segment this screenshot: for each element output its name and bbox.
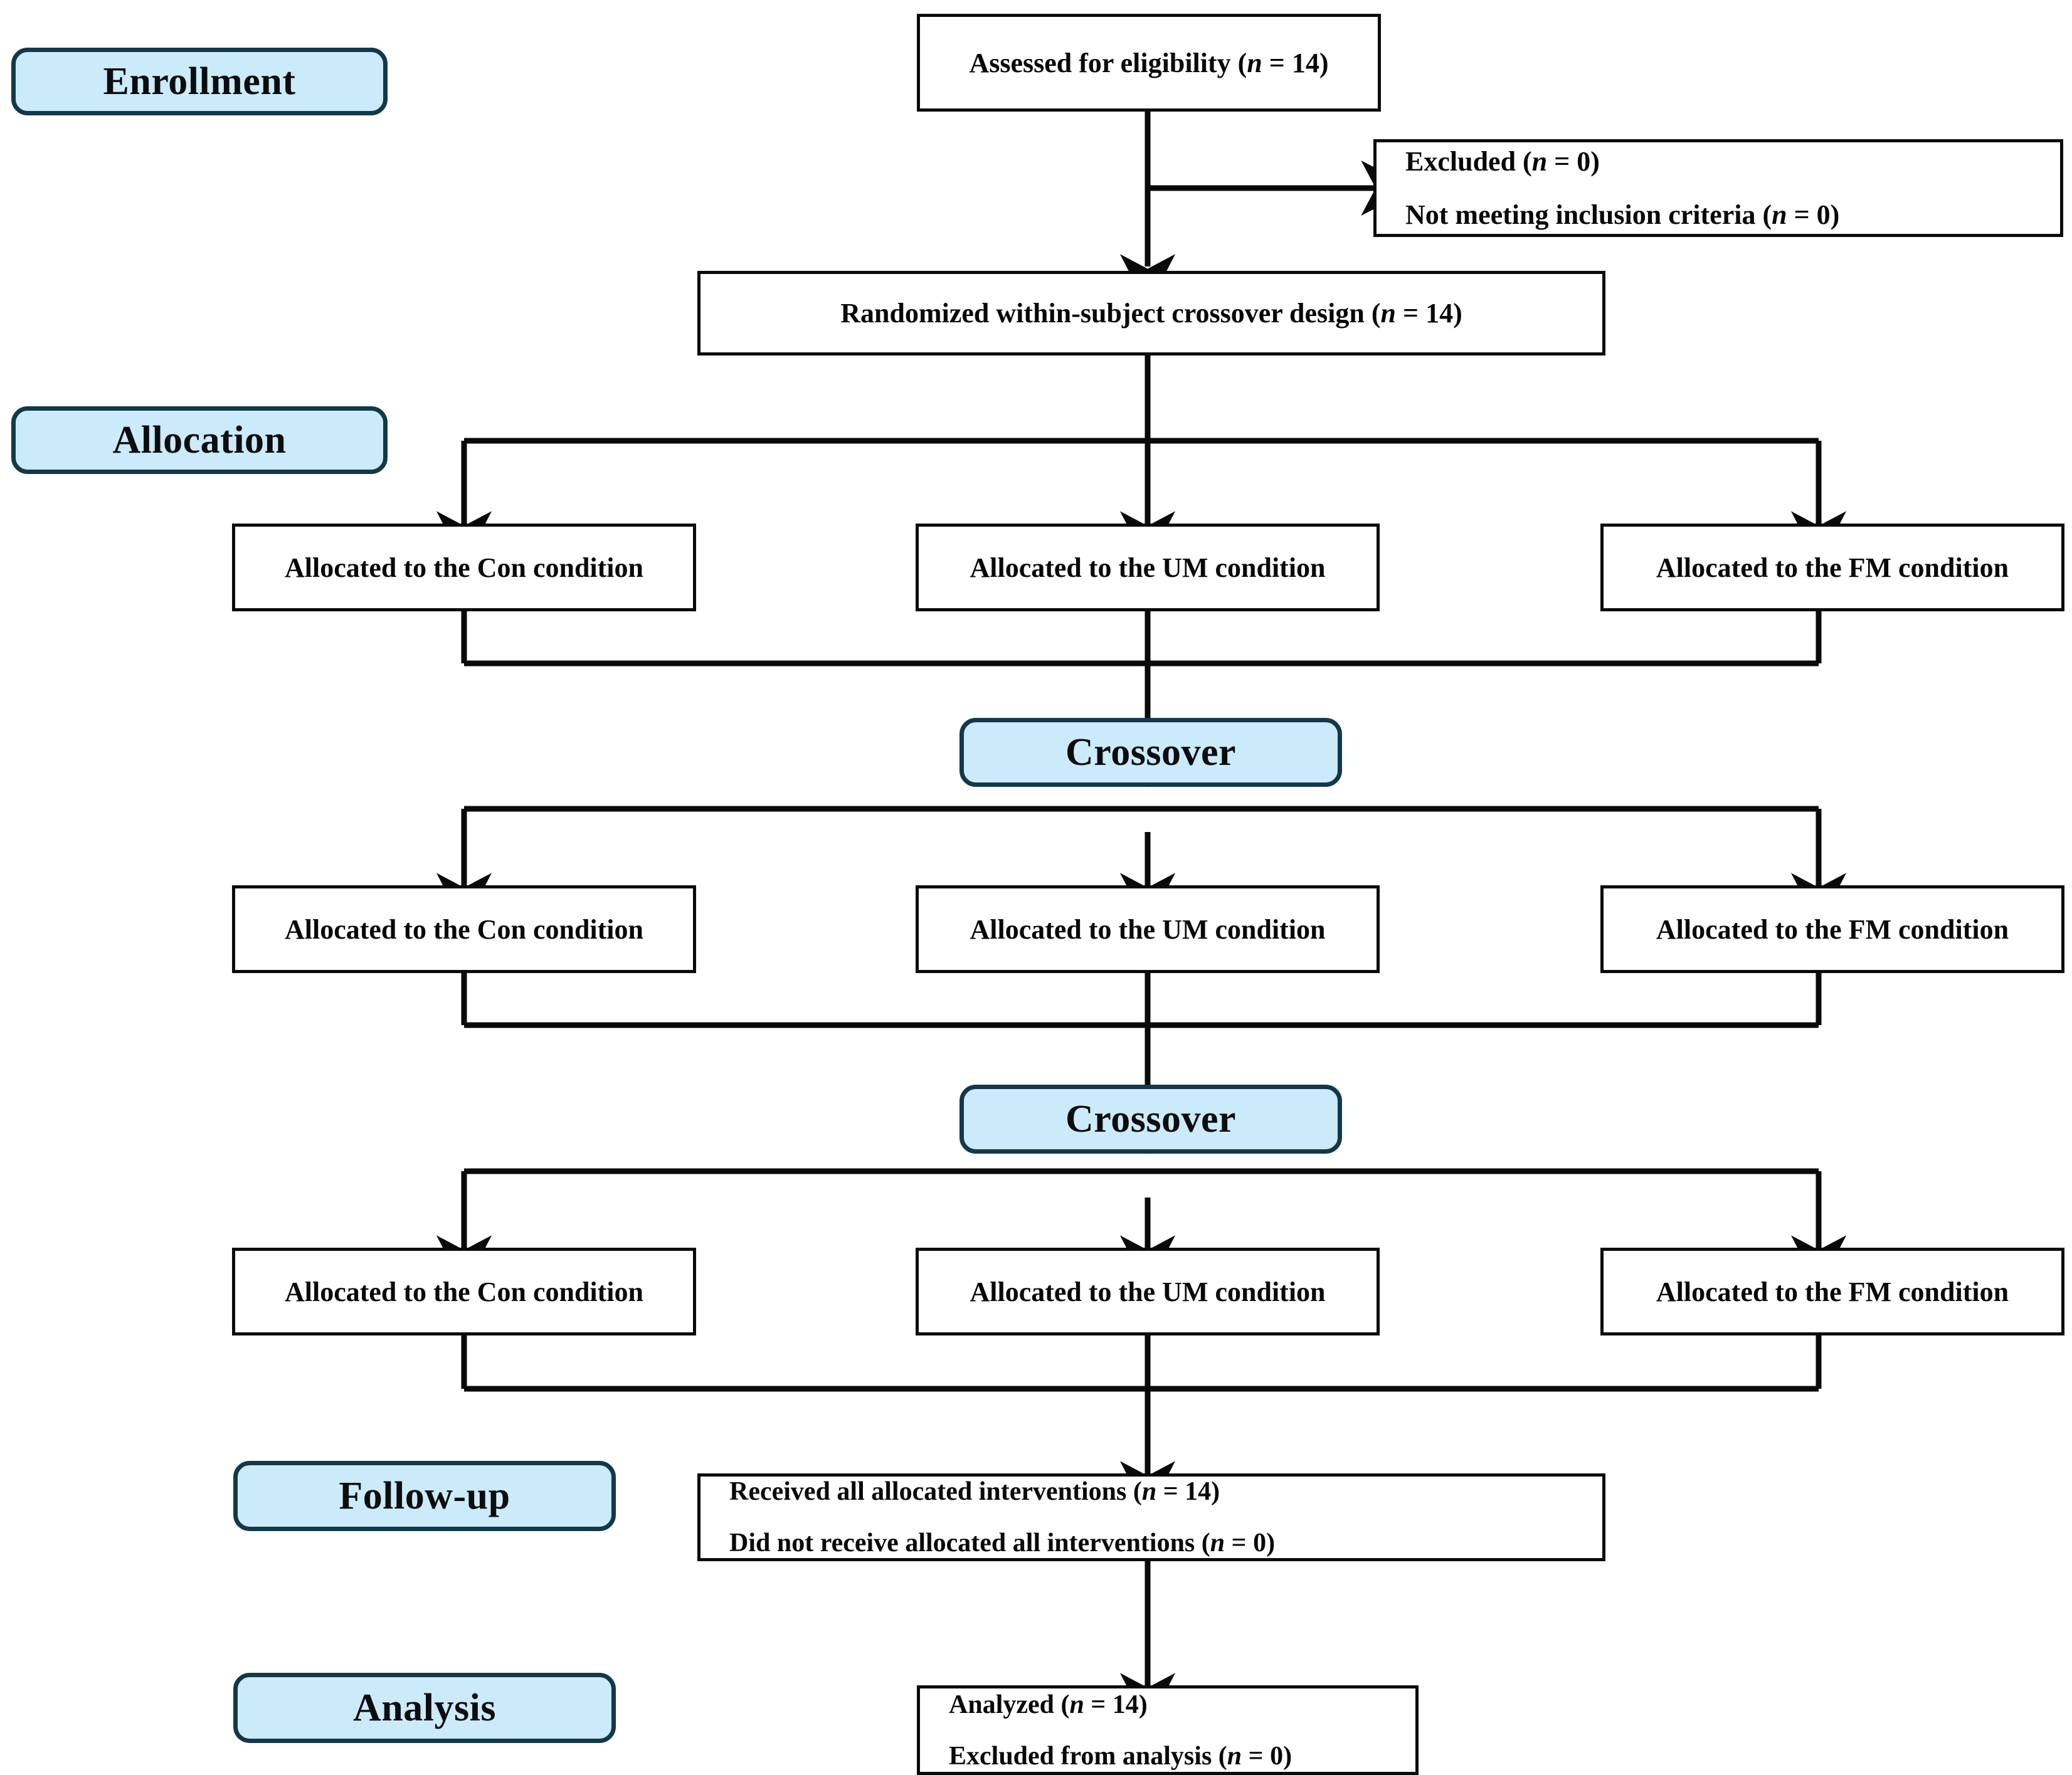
box-allocation-1-con-label: Allocated to the Con condition — [285, 552, 643, 583]
stage-label-crossover-1: Crossover — [959, 718, 1342, 787]
analysis-excluded-post: = 0) — [1242, 1741, 1292, 1771]
followup-notreceived-pre: Did not receive allocated all interventi… — [729, 1529, 1210, 1557]
box-analysis-line-1: Analyzed (n = 14) — [920, 1690, 1148, 1720]
followup-received-post: = 14) — [1156, 1477, 1220, 1506]
stage-label-followup: Follow-up — [233, 1461, 616, 1531]
box-allocation-1-fm: Allocated to the FM condition — [1600, 524, 2064, 611]
assessed-n-italic: n — [1247, 47, 1262, 78]
excluded-n-italic-1: n — [1531, 146, 1548, 177]
box-allocation-2-um-label: Allocated to the UM condition — [970, 914, 1326, 945]
followup-received-pre: Received all allocated interventions ( — [729, 1477, 1142, 1506]
excluded-criteria-post: = 0) — [1787, 199, 1840, 230]
excluded-criteria-pre: Not meeting inclusion criteria ( — [1405, 199, 1772, 230]
box-excluded: Excluded (n = 0) Not meeting inclusion c… — [1373, 139, 2063, 237]
box-randomized-line-1: Randomized within-subject crossover desi… — [840, 297, 1462, 329]
randomized-text-pre: Randomized within-subject crossover desi… — [840, 298, 1381, 329]
stage-label-crossover-2-text: Crossover — [1065, 1097, 1236, 1140]
stage-label-allocation: Allocation — [11, 406, 388, 474]
box-excluded-line-2: Not meeting inclusion criteria (n = 0) — [1377, 199, 1839, 231]
stage-label-analysis: Analysis — [233, 1673, 616, 1743]
box-allocation-3-fm: Allocated to the FM condition — [1600, 1248, 2064, 1335]
box-allocation-1-fm-label: Allocated to the FM condition — [1656, 552, 2009, 583]
excluded-text-post: = 0) — [1547, 146, 1600, 177]
analysis-analyzed-pre: Analyzed ( — [949, 1690, 1070, 1719]
box-allocation-3-con-label: Allocated to the Con condition — [285, 1276, 643, 1307]
box-allocation-1-um-label: Allocated to the UM condition — [970, 552, 1326, 583]
box-allocation-1-con: Allocated to the Con condition — [232, 524, 696, 611]
box-analysis-line-2: Excluded from analysis (n = 0) — [920, 1741, 1292, 1771]
stage-label-followup-text: Follow-up — [339, 1474, 510, 1517]
box-randomized: Randomized within-subject crossover desi… — [697, 271, 1605, 356]
box-followup-line-2: Did not receive allocated all interventi… — [700, 1528, 1275, 1558]
box-allocation-2-con-label: Allocated to the Con condition — [285, 914, 643, 945]
randomized-text-post: = 14) — [1396, 298, 1462, 329]
box-allocation-3-con: Allocated to the Con condition — [232, 1248, 696, 1335]
assessed-text-pre: Assessed for eligibility ( — [969, 47, 1247, 78]
stage-label-crossover-2: Crossover — [959, 1085, 1342, 1154]
box-allocation-2-um: Allocated to the UM condition — [916, 885, 1380, 973]
analysis-excluded-pre: Excluded from analysis ( — [949, 1741, 1227, 1771]
excluded-text-pre: Excluded ( — [1405, 146, 1532, 177]
analysis-analyzed-post: = 14) — [1084, 1690, 1148, 1719]
box-allocation-3-um-label: Allocated to the UM condition — [970, 1276, 1326, 1307]
followup-n-italic-1: n — [1141, 1477, 1157, 1506]
box-analysis-detail: Analyzed (n = 14) Excluded from analysis… — [917, 1685, 1419, 1775]
box-allocation-3-um: Allocated to the UM condition — [916, 1248, 1380, 1335]
analysis-n-italic-2: n — [1227, 1741, 1242, 1771]
box-allocation-2-fm: Allocated to the FM condition — [1600, 885, 2064, 973]
followup-notreceived-post: = 0) — [1225, 1529, 1276, 1557]
stage-label-analysis-text: Analysis — [353, 1686, 496, 1729]
box-assessed-line-1: Assessed for eligibility (n = 14) — [969, 47, 1328, 79]
box-assessed-for-eligibility: Assessed for eligibility (n = 14) — [917, 14, 1381, 112]
stage-label-enrollment: Enrollment — [11, 48, 388, 115]
followup-n-italic-2: n — [1210, 1529, 1225, 1557]
box-allocation-2-con: Allocated to the Con condition — [232, 885, 696, 973]
randomized-n-italic: n — [1380, 298, 1396, 329]
excluded-n-italic-2: n — [1772, 199, 1787, 230]
box-allocation-1-um: Allocated to the UM condition — [916, 524, 1380, 611]
stage-label-allocation-text: Allocation — [112, 418, 287, 461]
stage-label-crossover-1-text: Crossover — [1065, 730, 1236, 774]
box-allocation-3-fm-label: Allocated to the FM condition — [1656, 1276, 2009, 1307]
analysis-n-italic-1: n — [1069, 1690, 1084, 1719]
box-allocation-2-fm-label: Allocated to the FM condition — [1656, 914, 2009, 945]
stage-label-enrollment-text: Enrollment — [103, 60, 296, 103]
box-followup-detail: Received all allocated interventions (n … — [697, 1473, 1605, 1561]
assessed-text-post: = 14) — [1262, 47, 1329, 78]
box-followup-line-1: Received all allocated interventions (n … — [700, 1477, 1220, 1507]
box-excluded-line-1: Excluded (n = 0) — [1377, 145, 1600, 177]
